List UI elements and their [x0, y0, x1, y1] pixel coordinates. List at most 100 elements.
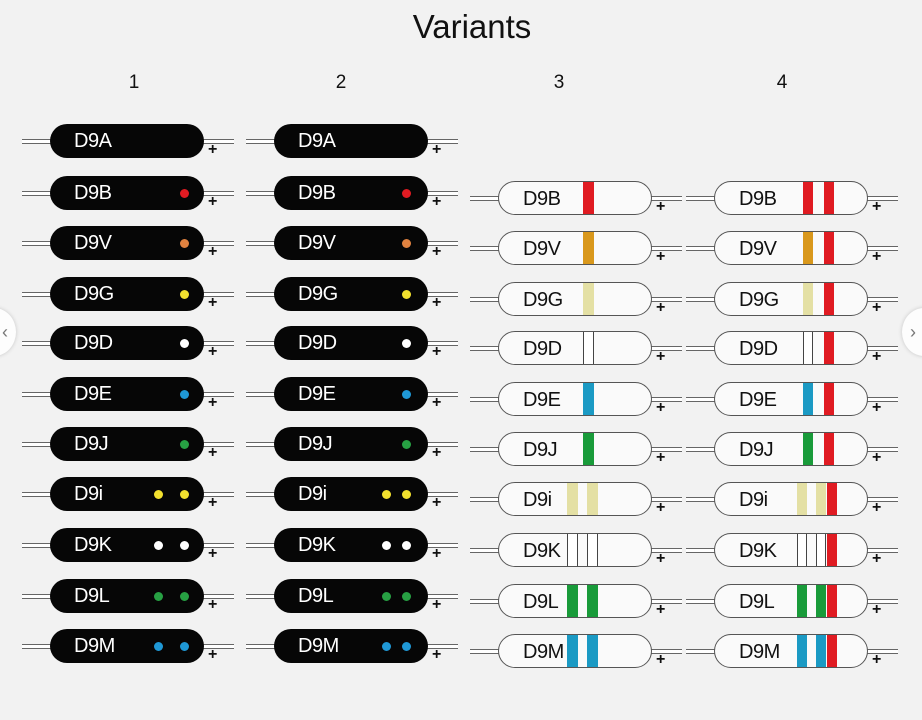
diode-label: D9E — [739, 389, 777, 411]
diode-label: D9i — [74, 483, 103, 505]
color-dot-green — [382, 591, 391, 601]
diode-col1-d9i: D9i + — [22, 477, 236, 511]
diode-col1-d9a: D9A+ — [22, 124, 236, 158]
color-band-red — [824, 332, 834, 364]
diode-label: D9G — [739, 289, 779, 311]
diode-body: D9A — [50, 124, 204, 158]
color-band-band_green — [797, 585, 807, 617]
plus-sign: + — [432, 294, 442, 311]
diode-body: D9D — [714, 331, 868, 365]
diode-body: D9E — [714, 382, 868, 416]
diode-body: D9D — [274, 326, 428, 360]
color-band-red — [827, 635, 837, 667]
next-arrow-icon[interactable]: › — [902, 308, 922, 356]
lead-wire — [426, 442, 458, 447]
diode-body: D9E — [50, 377, 204, 411]
color-dot-yellow — [402, 489, 411, 499]
lead-wire — [686, 196, 718, 201]
color-band-band_blank — [816, 534, 826, 566]
diode-col4-d9l: D9L+ — [686, 584, 900, 618]
lead-wire — [22, 292, 54, 297]
plus-sign: + — [872, 198, 882, 215]
diode-label: D9D — [739, 338, 778, 360]
lead-wire — [22, 543, 54, 548]
diode-label: D9L — [298, 585, 334, 607]
diode-label: D9J — [739, 439, 774, 461]
lead-wire — [650, 548, 682, 553]
lead-wire — [202, 341, 234, 346]
color-dot-orange — [402, 238, 411, 248]
diode-label: D9V — [739, 238, 777, 260]
plus-sign: + — [432, 343, 442, 360]
lead-wire — [22, 191, 54, 196]
lead-wire — [426, 292, 458, 297]
diode-col3-d9g: D9G+ — [470, 282, 684, 316]
lead-wire — [470, 497, 502, 502]
column-header-2: 2 — [335, 72, 347, 93]
diode-label: D9G — [298, 283, 338, 305]
diode-col3-d9v: D9V+ — [470, 231, 684, 265]
plus-sign: + — [208, 596, 218, 613]
diode-col4-d9e: D9E+ — [686, 382, 900, 416]
plus-sign: + — [208, 494, 218, 511]
color-band-red — [583, 182, 594, 214]
lead-wire — [470, 297, 502, 302]
plus-sign: + — [432, 494, 442, 511]
diode-body: D9L — [50, 579, 204, 613]
plus-sign: + — [872, 550, 882, 567]
diode-body: D9L — [714, 584, 868, 618]
lead-wire — [202, 292, 234, 297]
diode-col3-d9e: D9E + — [470, 382, 684, 416]
lead-wire — [22, 392, 54, 397]
color-dot-white — [382, 540, 391, 550]
plus-sign: + — [432, 545, 442, 562]
lead-wire — [470, 599, 502, 604]
diode-col4-d9g: D9G+ — [686, 282, 900, 316]
plus-sign: + — [432, 596, 442, 613]
diode-col2-d9l: D9L + — [246, 579, 460, 613]
color-band-band_green — [803, 433, 813, 465]
plus-sign: + — [208, 545, 218, 562]
plus-sign: + — [208, 394, 218, 411]
lead-wire — [22, 139, 54, 144]
diode-body: D9V — [714, 231, 868, 265]
color-band-band_blank — [567, 534, 578, 566]
diode-label: D9L — [523, 591, 559, 613]
diode-label: D9E — [523, 389, 561, 411]
plus-sign: + — [208, 193, 218, 210]
color-dot-blue — [154, 641, 163, 651]
color-band-band_blank — [803, 332, 813, 364]
lead-wire — [650, 649, 682, 654]
lead-wire — [426, 492, 458, 497]
color-band-band_green — [587, 585, 598, 617]
plus-sign: + — [656, 198, 666, 215]
diode-label: D9D — [523, 338, 562, 360]
color-band-band_blank — [797, 534, 807, 566]
lead-wire — [426, 241, 458, 246]
color-dot-red — [180, 188, 189, 198]
lead-wire — [426, 543, 458, 548]
lead-wire — [470, 397, 502, 402]
diode-body: D9M — [498, 634, 652, 668]
diode-body: D9i — [50, 477, 204, 511]
color-band-red — [824, 283, 834, 315]
color-band-red — [827, 585, 837, 617]
plus-sign: + — [432, 646, 442, 663]
column-header-3: 3 — [553, 72, 565, 93]
diode-body: D9G — [274, 277, 428, 311]
lead-wire — [22, 594, 54, 599]
diode-col2-d9g: D9G + — [246, 277, 460, 311]
diode-col3-d9b: D9B+ — [470, 181, 684, 215]
lead-wire — [686, 497, 718, 502]
lead-wire — [866, 346, 898, 351]
diode-label: D9B — [739, 188, 777, 210]
diode-label: D9B — [74, 182, 112, 204]
lead-wire — [650, 497, 682, 502]
lead-wire — [686, 548, 718, 553]
lead-wire — [202, 392, 234, 397]
color-band-band_orange — [803, 232, 813, 264]
plus-sign: + — [208, 141, 218, 158]
previous-arrow-icon[interactable]: ‹ — [0, 308, 16, 356]
plus-sign: + — [656, 399, 666, 416]
diode-label: D9B — [298, 182, 336, 204]
